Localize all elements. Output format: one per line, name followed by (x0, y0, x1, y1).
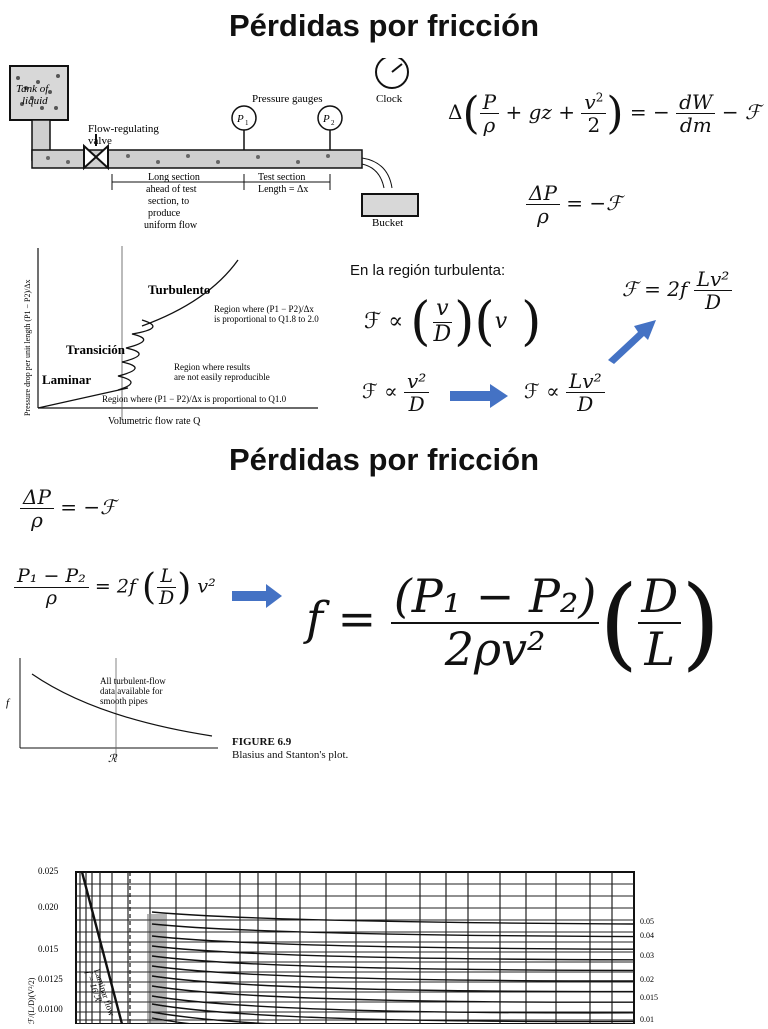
note-lam: Region where (P1 − P2)/Δx is proportiona… (102, 394, 287, 404)
arrow-right-2 (232, 584, 282, 608)
blasius-note-2: data available for (100, 686, 162, 696)
label-laminar: Laminar (42, 372, 91, 387)
moody-rtick: 0.015 (640, 993, 658, 1002)
moody-rtick: 0.03 (640, 951, 654, 960)
moody-laminar-line (80, 871, 124, 1025)
figure-title: FIGURE 6.9 (232, 736, 292, 748)
pressure-drop-graph: Turbulento Transición Laminar Region whe… (23, 246, 319, 427)
moody-curve (151, 911, 635, 925)
moody-curve (151, 995, 635, 1014)
valve-label-1: Flow-regulating (88, 123, 159, 135)
moody-curve (151, 1017, 259, 1029)
gauges-label: Pressure gauges (252, 93, 323, 105)
apparatus-diagram: Tank of liquid Flow-regulating valve P 1… (9, 58, 419, 231)
arrow-diagonal (608, 320, 656, 364)
label-transicion: Transición (66, 342, 126, 357)
moody-curve (151, 923, 635, 938)
moody-curve (151, 935, 635, 950)
moody-rtick: 0.02 (640, 975, 654, 984)
bucket-label: Bucket (372, 217, 403, 229)
moody-curve (151, 1003, 635, 1023)
long-section-5: uniform flow (144, 220, 198, 231)
moody-rtick: 0.01 (640, 1015, 654, 1024)
note-trans-2: are not easily reproducible (174, 372, 270, 382)
moody-ytick: 0.0100 (38, 1004, 63, 1014)
long-section-1: Long section (148, 172, 200, 183)
arrow-right-1 (450, 384, 508, 408)
moody-ytick: 0.025 (38, 866, 59, 876)
moody-ytick: 0.020 (38, 902, 59, 912)
slide2-title: Pérdidas por fricción (228, 442, 540, 477)
graph-ylabel: Pressure drop per unit length (P1 − P2)/… (23, 279, 32, 416)
long-section-4: produce (148, 208, 181, 219)
note-turb-2: is proportional to Q1.8 to 2.0 (214, 314, 319, 324)
figure-caption: Blasius and Stanton's plot. (232, 749, 349, 761)
moody-curve (151, 945, 635, 961)
clock-label: Clock (376, 93, 403, 105)
moody-curve (151, 985, 635, 1003)
blasius-xlabel: ℛ (108, 753, 118, 764)
note-trans-1: Region where results (174, 362, 250, 372)
moody-ylabel: ℱ/(L/D)(V²/2) (27, 977, 36, 1024)
note-turb-1: Region where (P1 − P2)/Δx (214, 304, 314, 314)
label-turbulento: Turbulento (148, 282, 210, 297)
moody-rtick: 0.05 (640, 917, 654, 926)
graph-xlabel: Volumetric flow rate Q (108, 416, 201, 427)
moody-curve (151, 955, 635, 972)
test-section-2: Length = Δx (258, 184, 308, 195)
blasius-plot: f ℛ All turbulent-flow data available fo… (6, 658, 218, 764)
tank-label-2: liquid (22, 95, 48, 107)
moody-ytick: 0.0125 (38, 974, 63, 984)
blasius-note-1: All turbulent-flow (100, 676, 166, 686)
moody-curve (151, 965, 635, 982)
valve-label-2: valve (88, 135, 112, 147)
gauge1-label: P (236, 113, 244, 125)
moody-rtick: 0.04 (640, 931, 654, 940)
test-section-1: Test section (258, 172, 305, 183)
blasius-note-3: smooth pipes (100, 696, 148, 706)
moody-chart: 0.025 0.020 0.015 0.0125 0.0100 0.05 0.04 0.03 0… (27, 866, 658, 1029)
moody-chart-region: 0.025 0.020 0.015 0.0125 0.0100 0.05 0.04 0.03 0… (0, 860, 768, 1029)
moody-curve (151, 975, 635, 993)
turb-region-label: En la región turbulenta: (350, 262, 506, 279)
moody-ytick: 0.015 (38, 944, 59, 954)
svg-text:2: 2 (331, 119, 335, 127)
slide1-title: Pérdidas por fricción (228, 8, 540, 43)
blasius-ylabel: f (6, 697, 11, 709)
long-section-3: section, to (148, 196, 189, 207)
long-section-2: ahead of test (146, 184, 197, 195)
gauge2-label: P (322, 113, 330, 125)
svg-text:1: 1 (245, 119, 249, 127)
tank-label-1: Tank of (16, 83, 50, 95)
